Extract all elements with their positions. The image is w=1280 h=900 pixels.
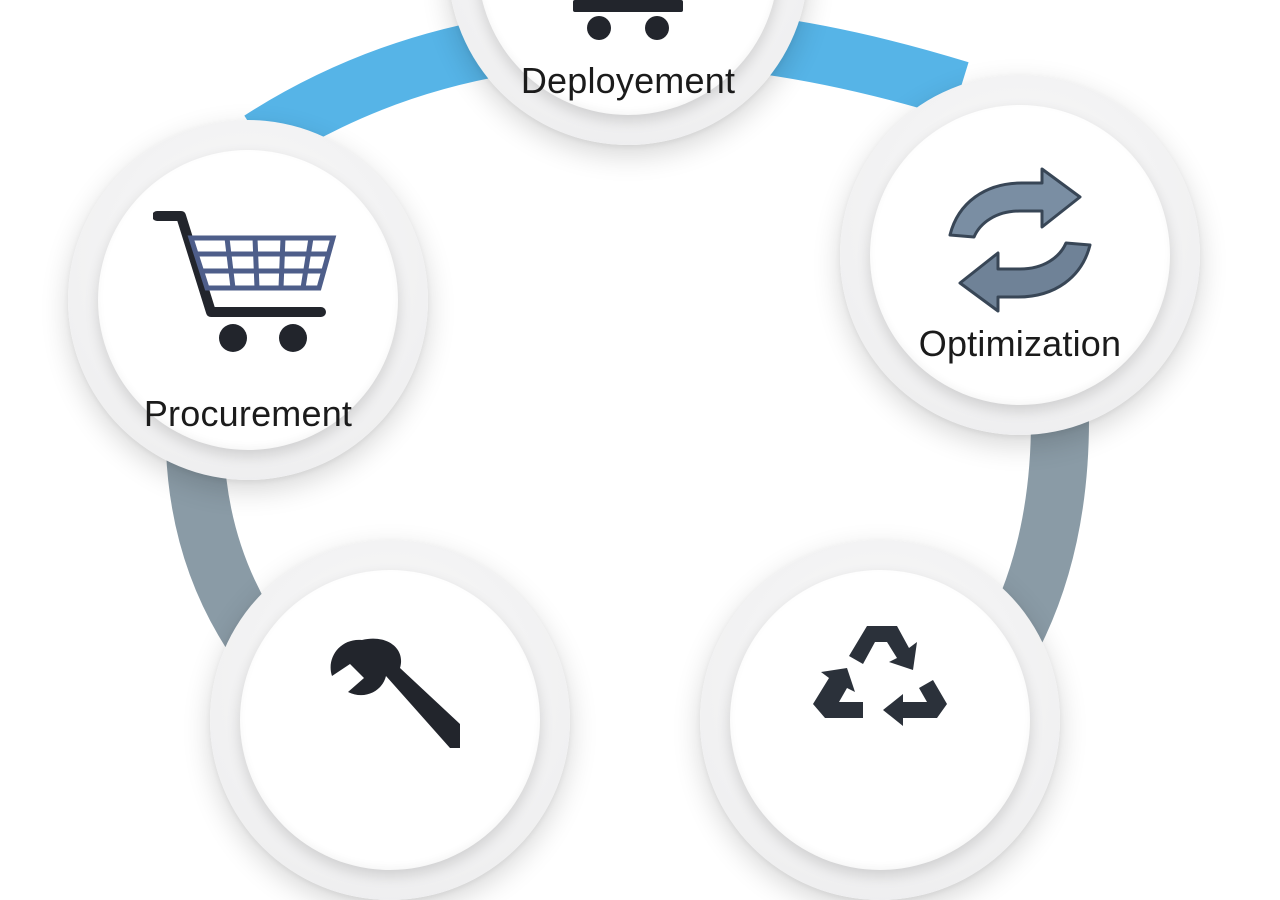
stage-maintenance[interactable] — [210, 540, 570, 900]
stage-optimization[interactable]: Optimization — [840, 75, 1200, 435]
stage-procurement[interactable]: Procurement — [68, 120, 428, 480]
stage-optimization-disc: Optimization — [870, 105, 1170, 405]
recycle-icon — [813, 626, 947, 726]
refresh-arrows-icon — [948, 167, 1092, 313]
stage-deployment[interactable]: Deployement — [448, 0, 808, 145]
stage-recycling[interactable] — [700, 540, 1060, 900]
stage-optimization-label: Optimization — [918, 323, 1122, 364]
stage-procurement-label: Procurement — [143, 393, 353, 434]
stage-procurement-disc: Procurement — [98, 150, 398, 450]
wrench-icon — [330, 638, 460, 748]
stage-recycling-disc — [730, 570, 1030, 870]
stage-deployment-label: Deployement — [520, 60, 736, 101]
stage-maintenance-disc — [240, 570, 540, 870]
shopping-cart-icon — [153, 211, 337, 352]
cart-icon — [573, 0, 683, 40]
stage-deployment-disc: Deployement — [478, 0, 778, 115]
